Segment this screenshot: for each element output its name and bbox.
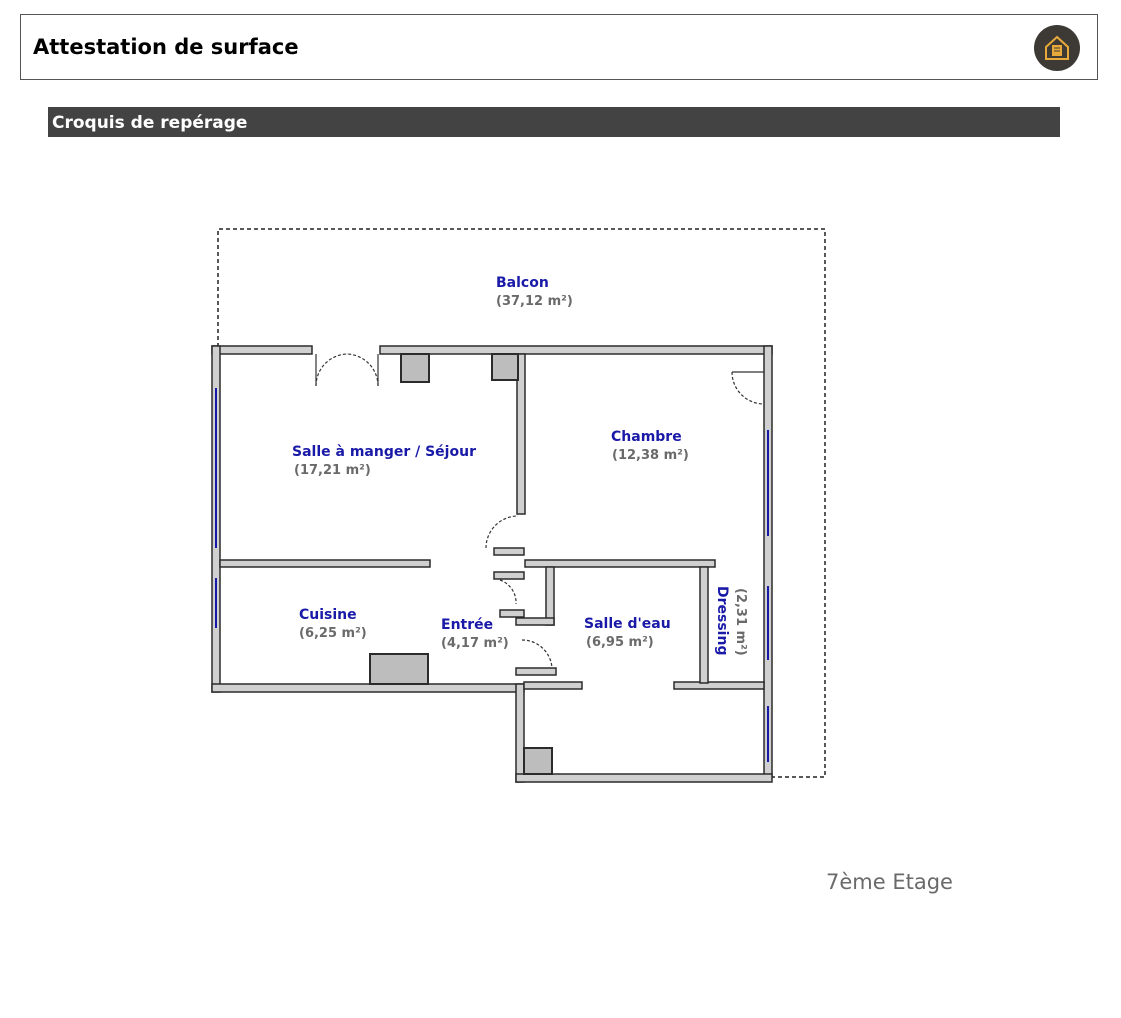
header: Attestation de surface — [20, 14, 1098, 80]
room-name: Cuisine — [299, 607, 357, 623]
room-name: Salle d'eau — [584, 616, 671, 632]
house-document-icon — [1034, 25, 1080, 71]
floor-label: 7ème Etage — [826, 870, 953, 894]
duct-2 — [491, 353, 519, 381]
room-entree: Entrée (4,17 m²) — [441, 617, 509, 651]
kitchen-counter — [369, 653, 429, 685]
room-name: Salle à manger / Séjour — [292, 444, 476, 460]
shower-tray — [523, 747, 553, 775]
room-area: (17,21 m²) — [294, 463, 371, 478]
windows — [215, 388, 769, 762]
room-dressing: Dressing (2,31 m²) — [714, 586, 748, 656]
room-balcon: Balcon (37,12 m²) — [496, 275, 573, 309]
room-sejour: Salle à manger / Séjour (17,21 m²) — [292, 444, 476, 478]
room-salle-eau: Salle d'eau (6,95 m²) — [584, 616, 671, 650]
document-title: Attestation de surface — [33, 35, 299, 59]
room-area: (4,17 m²) — [441, 636, 509, 651]
room-name: Chambre — [611, 429, 682, 445]
room-cuisine: Cuisine (6,25 m²) — [299, 607, 367, 641]
walls — [211, 345, 773, 783]
room-chambre: Chambre (12,38 m²) — [611, 429, 689, 463]
room-name: Entrée — [441, 617, 493, 633]
room-area: (2,31 m²) — [733, 588, 748, 656]
room-name: Dressing — [714, 586, 730, 655]
room-area: (12,38 m²) — [612, 448, 689, 463]
section-header: Croquis de repérage — [48, 107, 1060, 137]
room-name: Balcon — [496, 275, 549, 291]
fixtures — [369, 353, 553, 775]
room-area: (6,95 m²) — [586, 635, 654, 650]
balcony-outline — [217, 228, 826, 778]
duct-1 — [400, 353, 430, 383]
room-area: (37,12 m²) — [496, 294, 573, 309]
section-title: Croquis de repérage — [52, 113, 248, 133]
room-area: (6,25 m²) — [299, 626, 367, 641]
